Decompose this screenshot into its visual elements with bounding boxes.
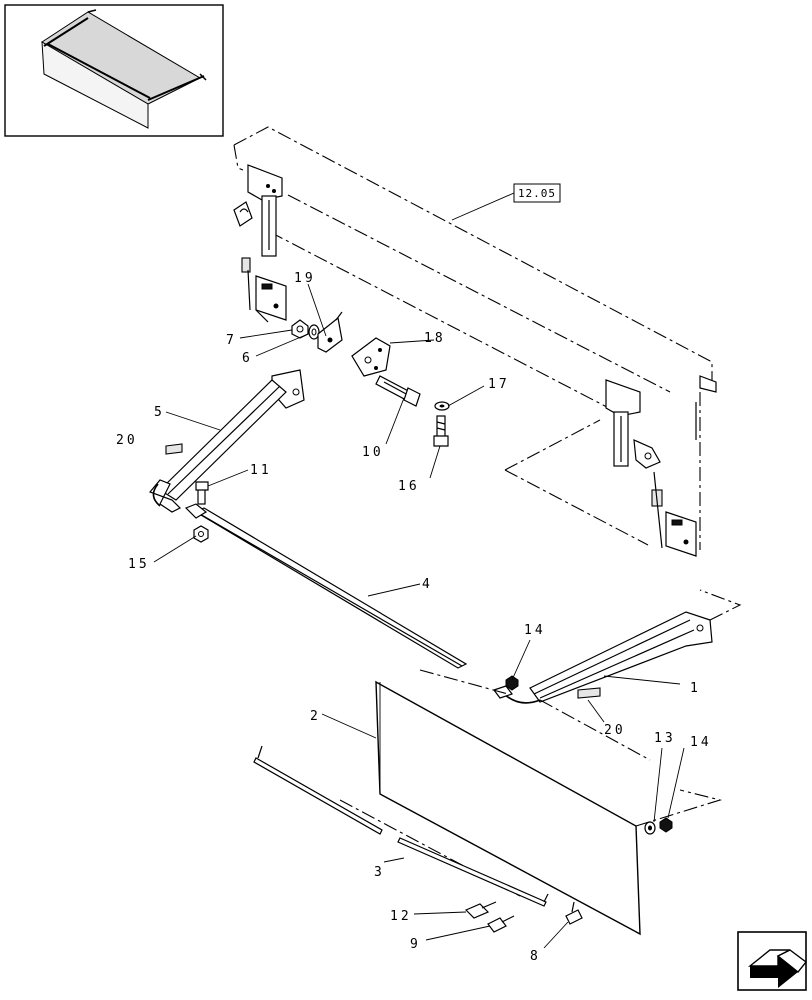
reference-box[interactable]: 12.05 — [451, 183, 561, 221]
callout-15: 15 — [128, 557, 150, 572]
strip-part-3-right — [397, 837, 549, 907]
callout-8: 8 — [530, 949, 541, 964]
next-page-arrow-icon[interactable] — [737, 931, 807, 991]
callout-20-right: 20 — [604, 723, 626, 738]
callout-labels: 1 2 3 4 5 6 7 8 9 10 11 12 13 14 14 15 1… — [116, 271, 712, 964]
header-frame-phantom — [233, 126, 713, 550]
callout-13: 13 — [654, 731, 676, 746]
right-arm-part-1 — [493, 611, 713, 704]
callout-1: 1 — [690, 681, 701, 696]
decal-part-20-left — [165, 443, 183, 455]
nut-part-15 — [193, 525, 209, 543]
callout-18: 18 — [424, 331, 446, 346]
overview-thumbnail — [4, 4, 224, 137]
left-frame-upright — [233, 164, 287, 323]
long-bar-part-4 — [184, 503, 468, 669]
callout-3: 3 — [374, 865, 385, 880]
right-frame-upright — [605, 375, 717, 557]
nut-part-14-lower — [659, 817, 673, 833]
screw-part-8 — [565, 901, 583, 925]
callout-5: 5 — [154, 405, 165, 420]
bolt-part-10 — [375, 375, 421, 407]
callout-12: 12 — [390, 909, 412, 924]
strip-part-3-left — [253, 745, 383, 835]
decal-part-20-right — [577, 687, 601, 699]
bolt-part-11 — [195, 481, 209, 505]
callout-9: 9 — [410, 937, 421, 952]
washer-part-17 — [434, 401, 450, 411]
screw-part-9 — [487, 915, 515, 933]
callout-14-lower: 14 — [690, 735, 712, 750]
callout-4: 4 — [422, 577, 433, 592]
bolt-part-16 — [433, 415, 449, 447]
left-arm-part-5 — [148, 369, 305, 513]
plate-part-18 — [351, 337, 391, 377]
callout-14-upper: 14 — [524, 623, 546, 638]
callout-11: 11 — [250, 463, 272, 478]
callout-19: 19 — [294, 271, 316, 286]
reference-label: 12.05 — [518, 187, 556, 200]
callout-16: 16 — [398, 479, 420, 494]
washer-part-6 — [308, 324, 320, 340]
screw-part-12 — [464, 901, 497, 919]
leader-lines — [153, 283, 685, 949]
washer-part-13 — [644, 821, 656, 835]
callout-7: 7 — [226, 333, 237, 348]
callout-17: 17 — [488, 377, 510, 392]
callout-20-left: 20 — [116, 433, 138, 448]
callout-2: 2 — [310, 709, 321, 724]
panel-part-2 — [375, 680, 641, 936]
callout-6: 6 — [242, 351, 253, 366]
callout-10: 10 — [362, 445, 384, 460]
nut-part-14-upper — [505, 675, 519, 691]
bracket-part-19 — [317, 311, 343, 353]
